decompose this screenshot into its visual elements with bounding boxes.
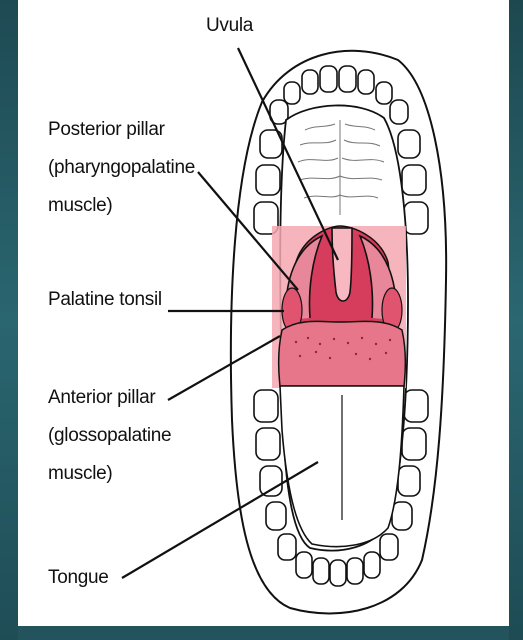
posterior-pillar-label-line2: (pharyngopalatine bbox=[48, 156, 195, 180]
posterior-pillar-label-line3: muscle) bbox=[48, 194, 112, 218]
tongue-label: Tongue bbox=[48, 566, 109, 590]
anterior-pillar-label-line3: muscle) bbox=[48, 462, 112, 486]
uvula bbox=[332, 228, 352, 301]
posterior-pillar-label-line1: Posterior pillar bbox=[48, 118, 165, 142]
uvula-label: Uvula bbox=[206, 14, 253, 38]
anterior-pillar-label-line2: (glossopalatine bbox=[48, 424, 171, 448]
anterior-pillar-label-line1: Anterior pillar bbox=[48, 386, 155, 410]
palatine-tonsil-label: Palatine tonsil bbox=[48, 288, 162, 312]
